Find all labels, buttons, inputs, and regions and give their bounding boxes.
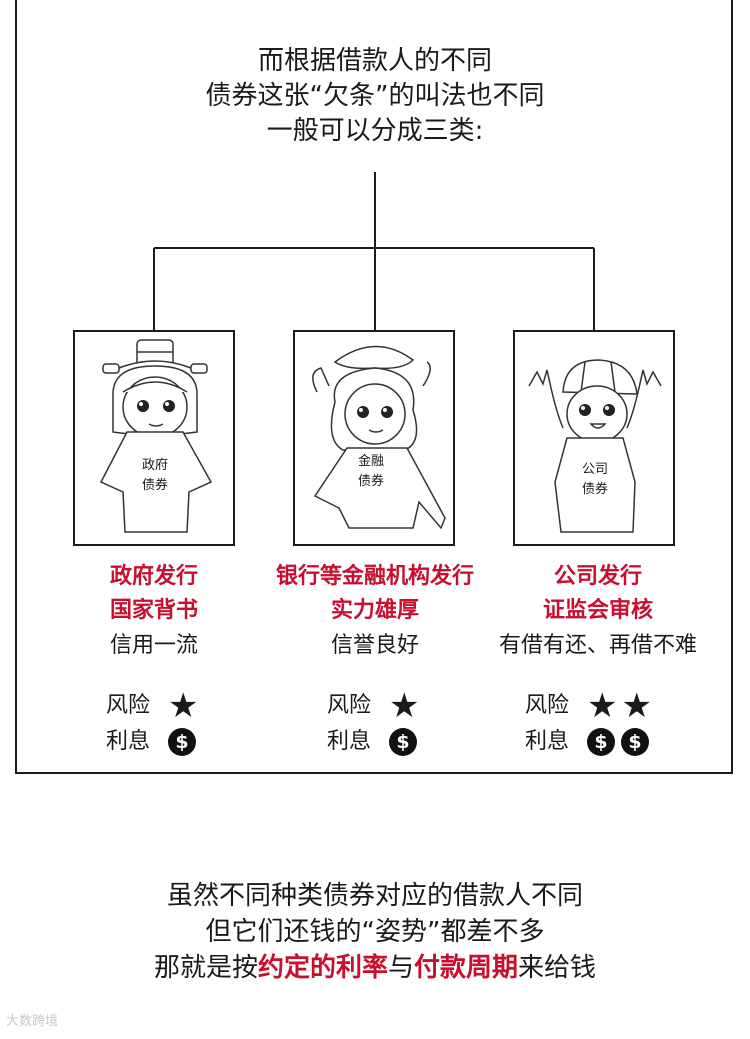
dollar-coin-icon: $	[621, 728, 649, 756]
column-government: 政府发行 国家背书 信用一流	[54, 560, 254, 664]
highlight-interest-rate: 约定的利率	[257, 953, 388, 983]
summary-text: 虽然不同种类债券对应的借款人不同 但它们还钱的“姿势”都差不多 那就是按约定的利…	[0, 878, 750, 986]
rating-corporate: 风险 ★★ 利息 $$	[525, 688, 656, 760]
character-government-illustration	[99, 339, 213, 533]
interest-label: 利息	[106, 729, 151, 754]
summary-part: 来给钱	[518, 953, 597, 983]
financial-issuer: 银行等金融机构发行	[275, 564, 474, 589]
column-corporate: 公司发行 证监会审核 有借有还、再借不难	[480, 560, 716, 664]
interest-label: 利息	[327, 729, 372, 754]
summary-line-2: 但它们还钱的“姿势”都差不多	[205, 917, 545, 947]
government-backing: 国家背书	[109, 598, 198, 623]
watermark-logo: 大数跨境	[6, 1014, 59, 1029]
column-financial: 银行等金融机构发行 实力雄厚 信誉良好	[255, 560, 495, 664]
summary-part: 与	[387, 953, 414, 983]
highlight-payment-period: 付款周期	[414, 953, 519, 983]
card-corporate-bond: 公司 债券	[513, 330, 675, 546]
interest-label: 利息	[525, 729, 570, 754]
dollar-coin-icon: $	[168, 728, 196, 756]
summary-part: 那就是按	[153, 953, 258, 983]
risk-label: 风险	[327, 693, 372, 718]
financial-strength: 实力雄厚	[330, 598, 419, 623]
card-financial-bond: 金融 债券	[293, 330, 455, 546]
rating-financial: 风险 ★ 利息 $	[327, 688, 423, 760]
summary-line-1: 虽然不同种类债券对应的借款人不同	[166, 881, 583, 911]
character-financial-illustration	[312, 345, 446, 530]
shirt-label-corporate: 公司 债券	[581, 462, 608, 497]
star-icon: ★	[587, 686, 618, 726]
risk-label: 风险	[106, 693, 151, 718]
shirt-label-government: 政府 债券	[141, 458, 168, 493]
intro-line-1: 而根据借款人的不同	[257, 46, 492, 76]
government-issuer: 政府发行	[109, 564, 198, 589]
rating-government: 风险 ★ 利息 $	[106, 688, 202, 760]
character-corporate-illustration	[528, 359, 662, 533]
dollar-coin-icon: $	[389, 728, 417, 756]
star-icon: ★	[389, 686, 420, 726]
tree-connectors	[153, 172, 595, 331]
corporate-repayment: 有借有还、再借不难	[498, 633, 697, 658]
star-icon: ★	[621, 686, 652, 726]
financial-reputation: 信誉良好	[330, 633, 419, 658]
shirt-label-financial: 金融 债券	[357, 454, 384, 489]
diagram-frame	[15, 0, 733, 774]
dollar-coin-icon: $	[587, 728, 615, 756]
summary-line-3: 那就是按约定的利率与付款周期来给钱	[0, 950, 750, 986]
intro-line-2: 债券这张“欠条”的叫法也不同	[205, 81, 545, 111]
card-government-bond: 政府 债券	[73, 330, 235, 546]
intro-line-3: 一般可以分成三类:	[266, 116, 484, 146]
risk-label: 风险	[525, 693, 570, 718]
corporate-issuer: 公司发行	[553, 564, 642, 589]
government-credit: 信用一流	[109, 633, 198, 658]
star-icon: ★	[168, 686, 199, 726]
intro-text: 而根据借款人的不同 债券这张“欠条”的叫法也不同 一般可以分成三类:	[0, 44, 750, 149]
corporate-review: 证监会审核	[542, 598, 653, 623]
